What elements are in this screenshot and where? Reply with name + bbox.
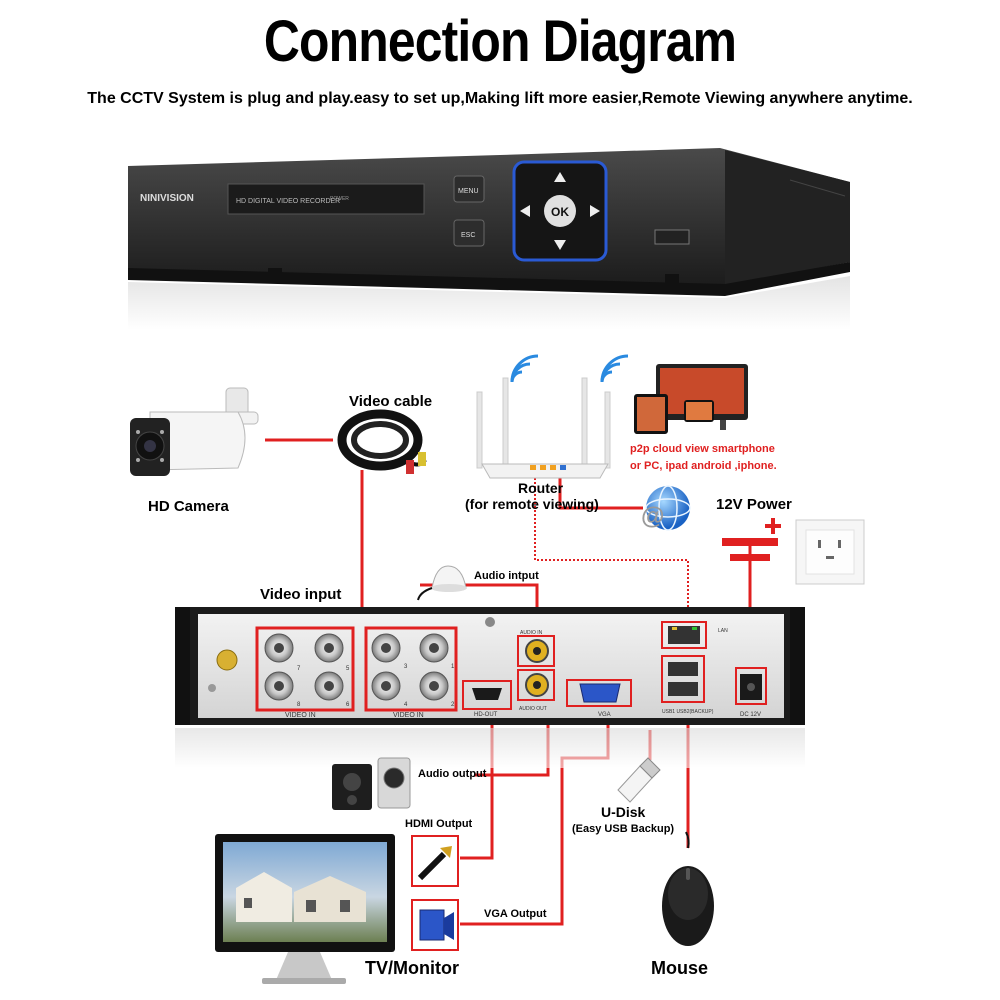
tv-monitor-label: TV/Monitor bbox=[365, 958, 459, 978]
hdmi-output-label: HDMI Output bbox=[405, 818, 473, 830]
channel-1-label: 1 bbox=[451, 664, 455, 670]
microphone-image bbox=[417, 565, 467, 601]
arrow-down-icon bbox=[554, 240, 566, 250]
mobile-devices-image bbox=[634, 364, 748, 434]
dvr-power-text: POWER bbox=[330, 196, 349, 202]
dc-power-symbol-icon bbox=[722, 518, 781, 561]
dvr-ok-text: OK bbox=[551, 205, 569, 219]
vga-plug-icon bbox=[419, 909, 454, 941]
hd-camera-image bbox=[130, 387, 259, 476]
hd-camera-label: HD Camera bbox=[148, 498, 229, 515]
router-image bbox=[476, 377, 611, 479]
video-in-left-label: VIDEO IN bbox=[285, 712, 316, 719]
video-input-left-highlight bbox=[255, 626, 355, 712]
dvr-front-unit: NINIVISION HD DIGITAL VIDEO RECORDER POW… bbox=[128, 148, 850, 330]
u-disk-sub-label: (Easy USB Backup) bbox=[572, 823, 675, 835]
mouse-image bbox=[662, 831, 714, 946]
hdmi-plug-icon bbox=[417, 846, 452, 881]
power-outlet-image bbox=[795, 519, 865, 585]
audio-out-label: AUDIO OUT bbox=[519, 706, 547, 712]
video-input-label: Video input bbox=[260, 586, 342, 603]
router-label: Router bbox=[518, 480, 564, 496]
p2p-label-line1: p2p cloud view smartphone bbox=[630, 443, 775, 455]
vga-port-highlight bbox=[566, 679, 632, 707]
video-in-right-label: VIDEO IN bbox=[393, 712, 424, 719]
dvr-brand-text: NINIVISION bbox=[140, 193, 194, 204]
vga-label: VGA bbox=[598, 712, 611, 718]
vga-output-label: VGA Output bbox=[484, 908, 547, 920]
power-12v-label: 12V Power bbox=[716, 496, 792, 513]
svg-text:@: @ bbox=[641, 503, 664, 530]
usb-ports-highlight bbox=[661, 655, 705, 703]
video-input-right-highlight bbox=[364, 626, 458, 712]
bnc-connector-group bbox=[264, 633, 449, 701]
channel-8-label: 8 bbox=[297, 702, 301, 708]
arrow-right-icon bbox=[590, 205, 600, 217]
channel-4-label: 4 bbox=[404, 702, 408, 708]
dc-12v-label: DC 12V bbox=[740, 712, 761, 718]
audio-in-label: AUDIO IN bbox=[520, 630, 543, 636]
hdmi-port-highlight bbox=[462, 680, 512, 710]
wifi-icon bbox=[600, 354, 629, 383]
page-title: Connection Diagram bbox=[263, 9, 737, 74]
router-sub-label: (for remote viewing) bbox=[465, 496, 599, 512]
dvr-menu-text: MENU bbox=[458, 188, 479, 195]
channel-6-label: 6 bbox=[346, 702, 350, 708]
p2p-label-line2: or PC, ipad android ,iphone. bbox=[630, 460, 777, 472]
dvr-esc-text: ESC bbox=[461, 232, 475, 239]
arrow-left-icon bbox=[520, 205, 530, 217]
audio-output-label: Audio output bbox=[418, 768, 487, 780]
internet-globe-icon: @ bbox=[641, 485, 691, 531]
audio-input-label: Audio intput bbox=[474, 570, 539, 582]
arrow-up-icon bbox=[554, 172, 566, 182]
hd-out-label: HD-OUT bbox=[474, 712, 498, 718]
lan-port-highlight bbox=[661, 621, 707, 649]
dvr-back-panel: 7 5 3 1 8 6 4 2 VIDEO IN VIDEO IN HD-OUT… bbox=[175, 607, 805, 768]
router-to-lan-dotted-line bbox=[534, 470, 689, 628]
dc-port-highlight bbox=[735, 667, 767, 705]
mouse-label: Mouse bbox=[651, 958, 709, 978]
channel-3-label: 3 bbox=[404, 664, 408, 670]
channel-2-label: 2 bbox=[451, 702, 455, 708]
internet-to-router-line bbox=[558, 470, 643, 510]
video-cable-label: Video cable bbox=[349, 393, 433, 410]
lan-label: LAN bbox=[718, 628, 728, 634]
wifi-icon bbox=[510, 354, 539, 383]
u-disk-label: U-Disk bbox=[601, 804, 646, 820]
video-cable-image bbox=[337, 409, 427, 474]
page-subtitle: The CCTV System is plug and play.easy to… bbox=[87, 90, 913, 107]
usb-label: USB1 USB2(BACKUP) bbox=[662, 709, 714, 715]
speakers-image bbox=[332, 757, 411, 810]
channel-5-label: 5 bbox=[346, 666, 350, 672]
channel-7-label: 7 bbox=[297, 666, 301, 672]
u-disk-image bbox=[617, 757, 661, 803]
dvr-panel-text: HD DIGITAL VIDEO RECORDER bbox=[236, 198, 340, 205]
tv-monitor-image bbox=[215, 834, 395, 984]
